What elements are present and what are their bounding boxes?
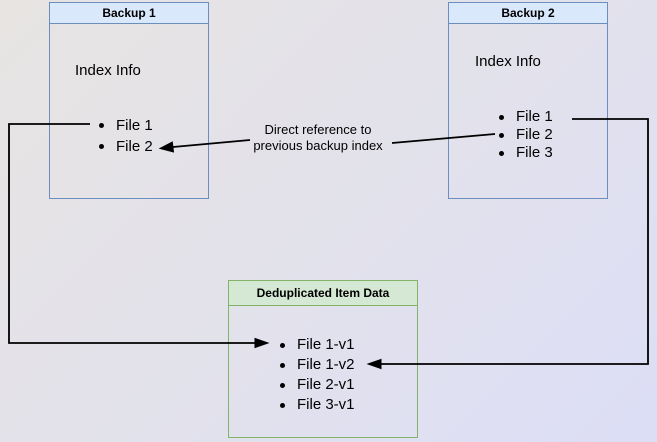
list-item: File 2 [95, 136, 153, 157]
backup1-subtitle: Index Info [75, 62, 141, 79]
backup1-title: Backup 1 [50, 3, 208, 24]
list-item: File 2 [495, 126, 553, 144]
reference-annotation: Direct reference to previous backup inde… [238, 122, 398, 154]
list-item: File 1 [95, 115, 153, 136]
list-item: File 1-v2 [276, 355, 355, 375]
list-item: File 3 [495, 144, 553, 162]
dedup-box: Deduplicated Item Data File 1-v1 File 1-… [228, 280, 418, 438]
list-item: File 3-v1 [276, 395, 355, 415]
annotation-line2: previous backup index [253, 138, 383, 153]
annotation-line1: Direct reference to [264, 122, 372, 137]
list-item: File 1 [495, 108, 553, 126]
dedup-title: Deduplicated Item Data [229, 281, 417, 306]
list-item: File 1-v1 [276, 335, 355, 355]
dedup-file-list: File 1-v1 File 1-v2 File 2-v1 File 3-v1 [276, 335, 355, 415]
backup2-subtitle: Index Info [475, 53, 541, 70]
backup1-box: Backup 1 Index Info File 1 File 2 [49, 2, 209, 199]
backup2-box: Backup 2 Index Info File 1 File 2 File 3 [448, 2, 608, 199]
backup1-file-list: File 1 File 2 [95, 115, 153, 157]
backup2-file-list: File 1 File 2 File 3 [495, 108, 553, 162]
backup2-title: Backup 2 [449, 3, 607, 24]
list-item: File 2-v1 [276, 375, 355, 395]
